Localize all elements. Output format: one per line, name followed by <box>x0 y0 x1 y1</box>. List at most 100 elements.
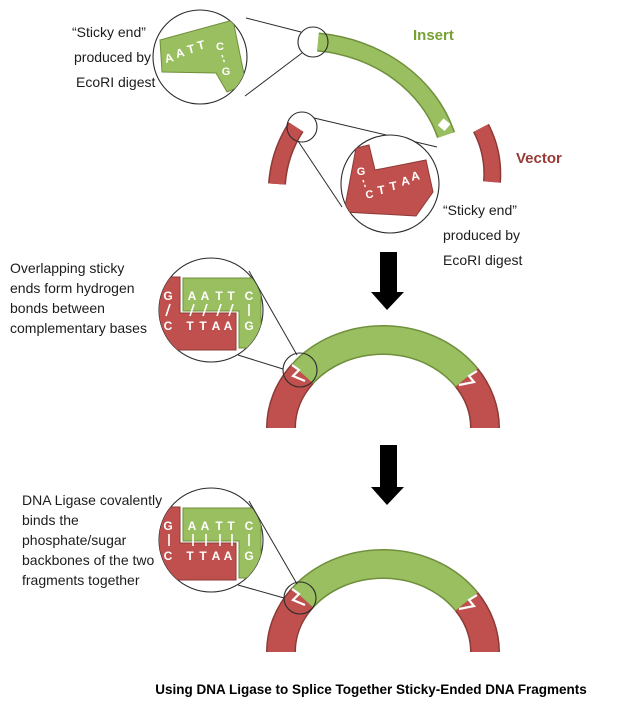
base-letter: A <box>212 319 221 333</box>
base-letter: C <box>365 189 375 202</box>
base-letter: C <box>245 289 254 303</box>
base-letter: T <box>199 319 207 333</box>
base-letter: A <box>174 45 186 61</box>
base-letter: G <box>163 289 172 303</box>
magnifier-line <box>244 52 303 97</box>
base-letter: A <box>201 519 210 533</box>
down-arrow <box>371 445 404 505</box>
note-line: EcoRI digest <box>443 252 522 268</box>
base-letter: C <box>164 319 173 333</box>
note-line: “Sticky end” <box>443 202 517 218</box>
note-line: EcoRI digest <box>76 74 155 90</box>
hydrogen-bond <box>189 303 195 317</box>
magnifier-line <box>245 17 302 33</box>
base-letter: G <box>244 549 253 563</box>
down-arrow <box>371 252 404 310</box>
note-line: “Sticky end” <box>72 24 146 40</box>
note-line: binds the <box>22 512 79 528</box>
base-letter: G <box>244 319 253 333</box>
ligated-plasmid-arc <box>265 549 500 653</box>
insert-sticky-end-note: “Sticky end” produced by EcoRI digest <box>72 24 155 90</box>
base-letter: T <box>215 289 223 303</box>
base-letter: T <box>199 549 207 563</box>
base-letter: A <box>224 319 233 333</box>
ligated-duplex-magnifier: G A A T T C C T T A A G <box>158 487 264 593</box>
vector-strand-shape <box>159 276 237 351</box>
hydrogen-bond <box>202 303 208 317</box>
base-letter: T <box>196 37 207 53</box>
vector-arc-right <box>455 368 499 429</box>
vector-arc-right <box>455 592 499 653</box>
vector-label: Vector <box>516 150 562 167</box>
base-letter: T <box>186 549 194 563</box>
base-letter: T <box>376 182 386 197</box>
note-line: phosphate/sugar <box>22 532 127 548</box>
insert-label: Insert <box>413 27 454 44</box>
base-letter: A <box>400 173 411 188</box>
insert-arc-segment <box>292 326 477 387</box>
base-letter: A <box>188 289 197 303</box>
junction-highlight-circle <box>282 352 318 388</box>
vector-tip-notch <box>466 118 479 130</box>
note-line: ends form hydrogen <box>10 280 135 296</box>
dna-ligase-note: DNA Ligase covalently binds the phosphat… <box>22 492 162 588</box>
base-letter: T <box>227 289 235 303</box>
base-letter: A <box>201 289 210 303</box>
base-letter: T <box>227 519 235 533</box>
junction-notch <box>458 370 478 387</box>
hydrogen-bond-note: Overlapping sticky ends form hydrogen bo… <box>10 260 147 336</box>
note-line: produced by <box>74 49 151 65</box>
vector-strand-shape <box>159 506 237 581</box>
insert-fragment-arc <box>317 34 454 138</box>
base-letter: A <box>163 50 175 66</box>
note-line: DNA Ligase covalently <box>22 492 162 508</box>
insert-tip-notch <box>437 118 451 132</box>
vector-end-highlight-circle <box>286 111 318 143</box>
vector-arc-left <box>267 364 313 429</box>
base-letter: G <box>222 66 231 78</box>
note-line: Overlapping sticky <box>10 260 124 276</box>
vector-end-magnifier: G C T T A A <box>340 134 440 234</box>
magnifier-line <box>237 354 284 370</box>
base-pair-bond <box>362 179 367 190</box>
insert-end-highlight-circle <box>297 26 329 58</box>
base-letter: C <box>164 549 173 563</box>
hydrogen-bond-magnifier: G A A T T C C T T A A G <box>158 257 264 363</box>
magnifier-line <box>297 140 343 208</box>
vector-sticky-end-note: “Sticky end” produced by EcoRI digest <box>443 202 522 268</box>
base-pair-bond <box>221 54 226 65</box>
junction-notch <box>291 588 306 607</box>
vector-right-arc <box>474 124 500 183</box>
note-line: bonds between <box>10 300 105 316</box>
diagram-caption: Using DNA Ligase to Splice Together Stic… <box>155 682 587 697</box>
note-line: backbones of the two <box>22 552 155 568</box>
base-letter: C <box>245 519 254 533</box>
hydrogen-bond <box>228 303 234 317</box>
annealed-plasmid-arc <box>265 325 500 429</box>
hydrogen-bond <box>165 303 171 317</box>
base-letter: C <box>216 41 224 53</box>
vector-arc-left <box>267 588 313 653</box>
base-letter: T <box>186 319 194 333</box>
junction-notch <box>291 364 306 383</box>
base-letter: A <box>212 549 221 563</box>
vector-left-arc <box>269 122 303 185</box>
base-letter: G <box>357 166 366 178</box>
note-line: complementary bases <box>10 320 147 336</box>
note-line: produced by <box>443 227 520 243</box>
junction-notch <box>458 594 478 611</box>
base-letter: A <box>188 519 197 533</box>
vector-end-shape <box>343 144 434 217</box>
base-letter: T <box>215 519 223 533</box>
base-letter: G <box>163 519 172 533</box>
insert-end-magnifier: A A T T C G <box>152 9 248 105</box>
base-letter: A <box>410 168 421 183</box>
hydrogen-bond <box>216 303 222 317</box>
note-line: fragments together <box>22 572 140 588</box>
base-letter: T <box>388 178 398 193</box>
magnifier-line <box>237 584 285 599</box>
base-letter: T <box>186 41 197 57</box>
insert-tip-notch <box>307 26 319 37</box>
